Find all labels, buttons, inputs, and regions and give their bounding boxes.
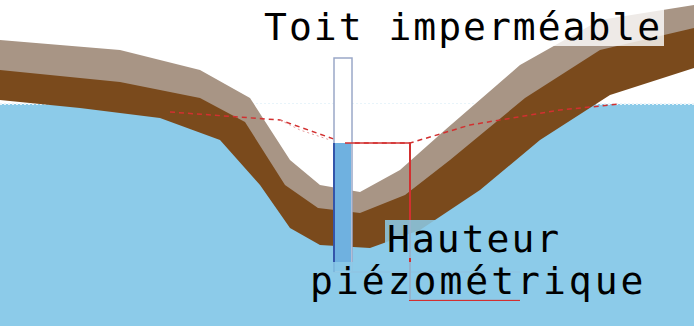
layer-label: Toit imperméable [262,8,664,46]
piezometer-tube [334,58,352,272]
piezometric-line [170,104,620,143]
piezometric-line-faint [280,120,330,140]
tube-water [335,143,351,271]
height-label: piézométrique [308,262,648,300]
tube-wall [333,143,335,272]
height-label: Hauteur [385,220,563,258]
height-top [345,142,410,144]
